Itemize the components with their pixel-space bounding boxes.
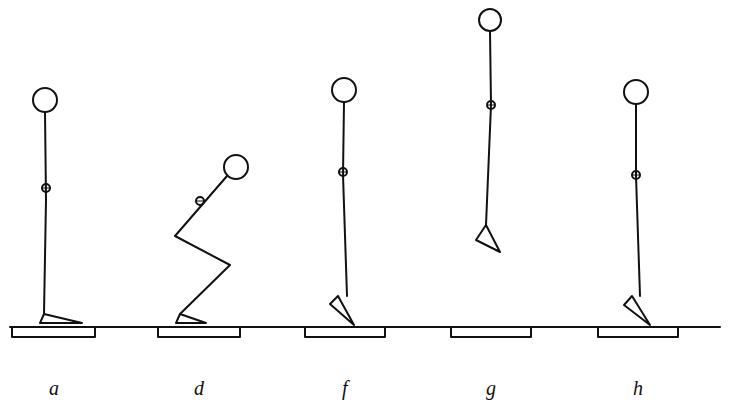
force-plate <box>12 327 95 337</box>
stick-figure <box>476 9 501 252</box>
force-plate <box>305 327 385 337</box>
stick-figure <box>33 88 82 323</box>
phase-label: d <box>194 378 204 398</box>
phase-label: a <box>49 378 59 398</box>
force-plate <box>451 327 531 337</box>
stick-figure <box>175 155 248 323</box>
force-plate <box>158 327 240 337</box>
stick-figure <box>624 80 650 325</box>
stick-figure <box>330 78 356 325</box>
phase-label: h <box>633 378 643 398</box>
force-plate <box>598 327 678 337</box>
phase-label: g <box>486 378 496 398</box>
phase-label: f <box>342 378 348 398</box>
